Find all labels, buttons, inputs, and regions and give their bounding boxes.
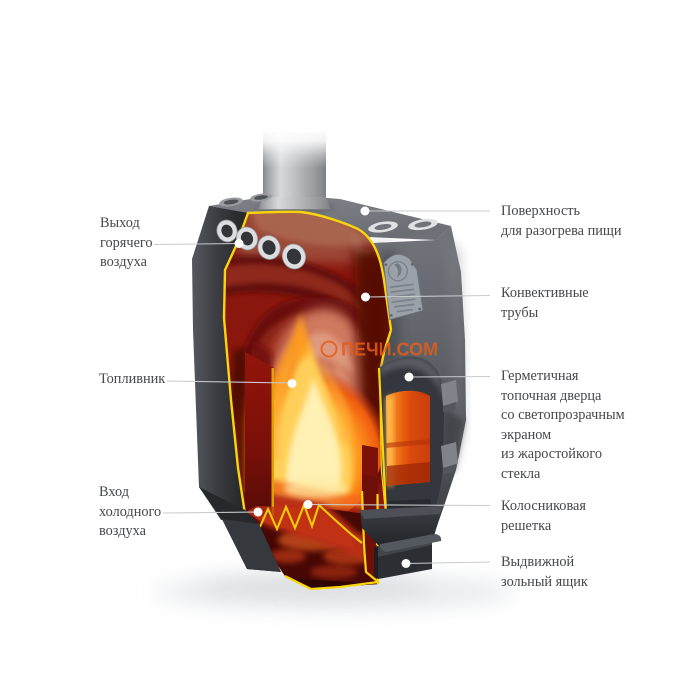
svg-text:ПЕЧИ.СОМ: ПЕЧИ.СОМ (341, 340, 438, 360)
